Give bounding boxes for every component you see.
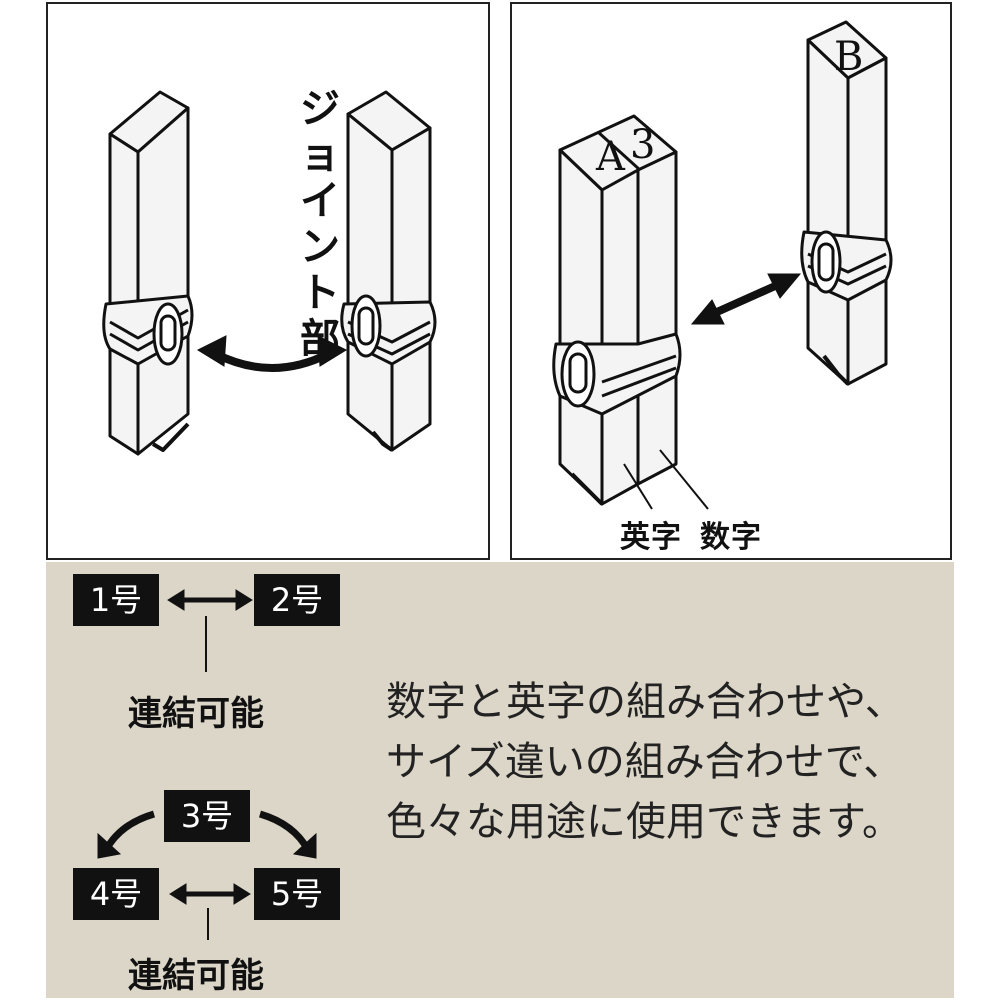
combine-arrow <box>690 273 802 325</box>
joint-diagram-panel: ジョイント部 <box>46 2 490 560</box>
stamp-block-combined <box>552 114 682 506</box>
info-arrows <box>97 589 317 940</box>
description-line-3: 色々な用途に使用できます。 <box>386 799 902 845</box>
caption-leaders <box>623 449 709 510</box>
description-line-1: 数字と英字の組み合わせや、 <box>386 679 905 725</box>
joint-arrow <box>196 335 348 372</box>
size-badge-3: 3号 <box>164 790 250 842</box>
stamp-block-right <box>340 90 437 452</box>
connectable-label-2: 連結可能 <box>128 956 264 996</box>
size-badge-5: 5号 <box>254 868 340 920</box>
joint-part-label: ジョイント部 <box>300 86 340 362</box>
stamp-digit-3: 3 <box>630 122 656 168</box>
stamp-block-left <box>102 90 194 456</box>
caption-digit: 数字 <box>700 520 762 555</box>
size-badge-2: 2号 <box>254 574 340 626</box>
stamp-letter-b: B <box>834 34 864 80</box>
stamp-letter-a: A <box>596 134 625 180</box>
combination-illustration <box>552 20 893 510</box>
connectable-label-1: 連結可能 <box>128 694 264 734</box>
description-line-2: サイズ違いの組み合わせで、 <box>386 739 904 785</box>
combination-info-section: 1号 2号 連結可能 3号 4号 5号 連結可能 数字と英字の組み合わせや、 サ… <box>46 562 954 998</box>
usage-description: 数字と英字の組み合わせや、 サイズ違いの組み合わせで、 色々な用途に使用できます… <box>386 672 946 852</box>
size-badge-4: 4号 <box>73 868 159 920</box>
stamp-block-b <box>800 20 893 386</box>
combination-diagram-panel: A 3 B 英字 数字 <box>510 2 952 560</box>
size-badge-1: 1号 <box>73 574 159 626</box>
joint-illustration <box>102 90 437 456</box>
caption-alphabet: 英字 <box>620 520 682 555</box>
